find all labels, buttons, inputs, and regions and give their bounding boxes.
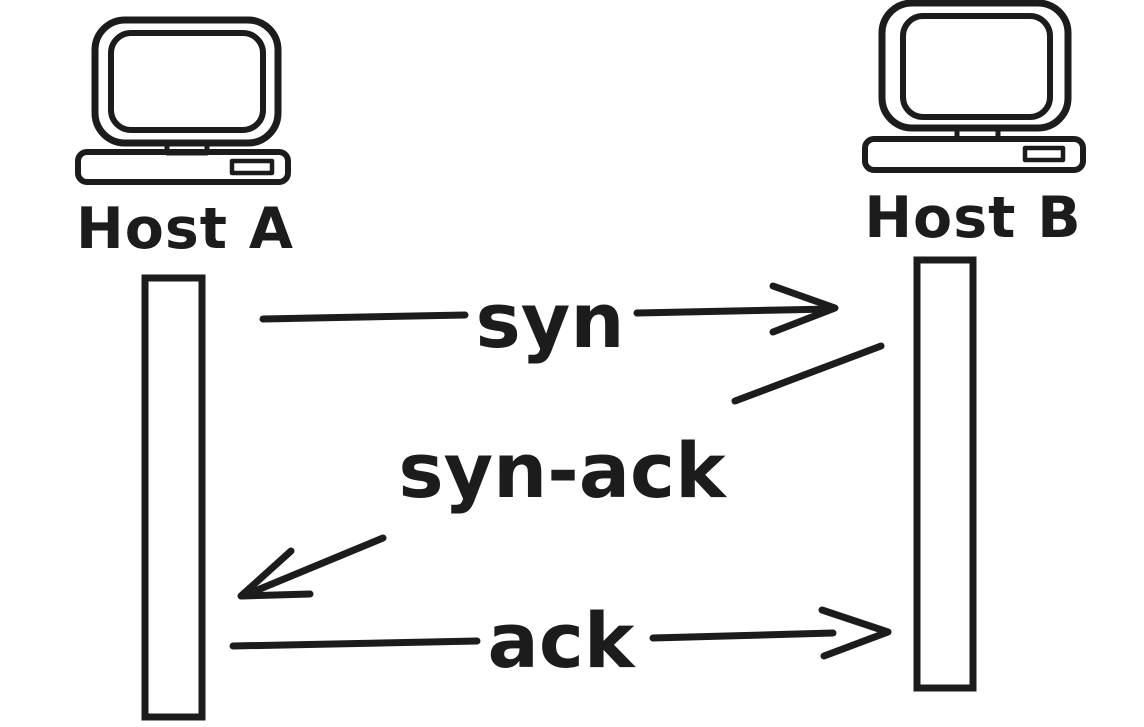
syn-ack-arrow-line-lower: [239, 534, 387, 600]
computer-base: [75, 149, 291, 185]
syn-arrow-line-right: [633, 305, 836, 317]
monitor-outline: [91, 16, 282, 147]
syn-message-label: syn: [476, 276, 625, 365]
ack-arrowhead-icon: [818, 606, 892, 660]
ack-arrow: [229, 606, 892, 660]
ack-message-label: ack: [488, 596, 636, 685]
syn-arrow: [259, 282, 839, 336]
host-a-label: Host A: [76, 196, 294, 262]
ack-arrow-line-right: [649, 629, 837, 642]
host-b-lifeline: [913, 256, 977, 692]
ack-arrow-line-left: [229, 637, 481, 650]
computer-icon: [75, 16, 291, 185]
syn-ack-message-label: syn-ack: [398, 426, 727, 515]
host-b-label: Host B: [864, 185, 1081, 251]
syn-arrowhead-icon: [769, 282, 839, 336]
monitor-screen: [108, 30, 266, 133]
computer-base-slot: [1022, 145, 1066, 163]
computer-base: [862, 136, 1086, 173]
host-a-lifeline: [141, 274, 206, 721]
syn-ack-arrow-line-upper: [731, 342, 885, 405]
syn-arrow-line-left: [259, 311, 469, 323]
syn-ack-arrow: [237, 342, 885, 600]
computer-base-slot: [229, 158, 275, 176]
syn-ack-arrowhead-icon: [237, 547, 314, 600]
monitor-screen: [900, 13, 1053, 120]
computer-icon: [862, 0, 1086, 173]
